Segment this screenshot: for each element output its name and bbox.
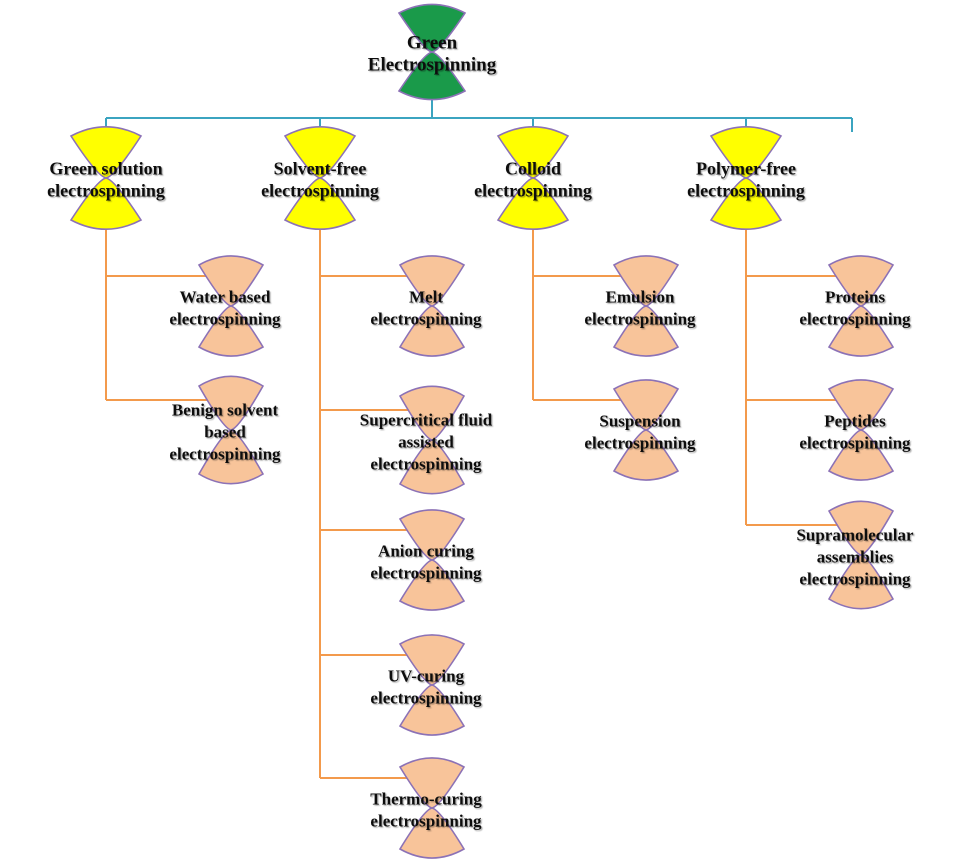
leaf-node-shape: [612, 255, 680, 357]
leaf-node-label: UV-curing electrospinning: [370, 666, 482, 707]
category-node-shape: [709, 126, 783, 230]
leaf-node-label-line: electrospinning: [799, 569, 911, 588]
category-node-label-line: electrospinning: [261, 180, 379, 200]
leaf-node-label-line: electrospinning: [584, 433, 696, 452]
leaf-node-label-line: Melt: [409, 287, 443, 306]
leaf-node-label-line: Water based: [180, 287, 271, 306]
leaf-node-shape: [827, 379, 895, 481]
leaf-node-label: Water based electrospinning: [169, 287, 281, 328]
leaf-node-shape: [398, 757, 466, 859]
leaf-node-shape: [827, 255, 895, 357]
leaf-node-label-line: electrospinning: [584, 309, 696, 328]
leaf-node-label-line: electrospinning: [799, 433, 911, 452]
category-node-shape: [283, 126, 357, 230]
leaf-node-label-line: assisted: [398, 432, 454, 451]
leaf-node-shape: [398, 509, 466, 611]
leaf-node-label-line: electrospinning: [370, 563, 482, 582]
leaf-node-label: Supercritical fluid assisted electrospinni…: [360, 410, 493, 473]
leaf-node-label: Anion curing electrospinning: [370, 541, 482, 582]
leaf-node-shape: [398, 255, 466, 357]
leaf-node-label: Proteins electrospinning: [799, 287, 911, 328]
leaf-node-label: Benign solvent based electrospinning: [169, 400, 281, 463]
leaf-node-label-line: electrospinning: [370, 688, 482, 707]
leaf-node-label-line: electrospinning: [169, 309, 281, 328]
category-node-shape: [69, 126, 143, 230]
leaf-node-label-line: Thermo-curing: [370, 789, 482, 808]
leaf-node-shape: [197, 375, 265, 485]
leaf-node-label-line: electrospinning: [799, 309, 911, 328]
root-node-label-line: Green: [407, 32, 458, 53]
leaf-node-label-line: Suspension: [599, 411, 681, 430]
leaf-node-label-line: based: [204, 422, 246, 441]
leaf-node-label: Emulsion electrospinning: [584, 287, 696, 328]
category-node-label-line: Colloid: [505, 158, 561, 178]
leaf-node-label-line: electrospinning: [370, 811, 482, 830]
category-node-label-line: electrospinning: [47, 180, 165, 200]
leaf-node-label-line: Anion curing: [378, 541, 474, 560]
leaf-node-shape: [612, 379, 680, 481]
leaf-node-label-line: Proteins: [825, 287, 886, 306]
leaf-node-label-line: electrospinning: [370, 454, 482, 473]
leaf-node-label-line: Benign solvent: [172, 400, 279, 419]
category-node-label-line: Solvent-free: [274, 158, 367, 178]
leaf-node-shape: [827, 500, 895, 610]
category-node-label-line: Polymer-free: [696, 158, 796, 178]
category-node-label-line: Green solution: [49, 158, 162, 178]
leaf-node-label-line: electrospinning: [370, 309, 482, 328]
leaf-node-shape: [398, 634, 466, 736]
leaf-node-label-line: Supramolecular: [796, 525, 914, 544]
leaf-node-label: Supramolecular assemblies electrospinning: [796, 525, 914, 588]
category-node-shape: [496, 126, 570, 230]
leaf-node-label-line: electrospinning: [169, 444, 281, 463]
leaf-node-label-line: Peptides: [824, 411, 886, 430]
leaf-node-label: Suspension electrospinning: [584, 411, 696, 452]
root-node-shape: [397, 3, 467, 101]
leaf-node-label-line: Supercritical fluid: [360, 410, 493, 429]
leaf-node-label-line: assemblies: [817, 547, 894, 566]
leaf-node-label-line: UV-curing: [388, 666, 465, 685]
leaf-node-label: Peptides electrospinning: [799, 411, 911, 452]
leaf-node-shape: [398, 385, 466, 495]
leaf-node-label: Thermo-curing electrospinning: [370, 789, 482, 830]
connector-lines: [105, 92, 853, 779]
category-node-label-line: electrospinning: [474, 180, 592, 200]
category-node-label-line: electrospinning: [687, 180, 805, 200]
leaf-node-label: Melt electrospinning: [370, 287, 482, 328]
leaf-node-label-line: Emulsion: [606, 287, 676, 306]
leaf-node-shape: [197, 255, 265, 357]
root-node-label-line: Electrospinning: [368, 54, 497, 75]
